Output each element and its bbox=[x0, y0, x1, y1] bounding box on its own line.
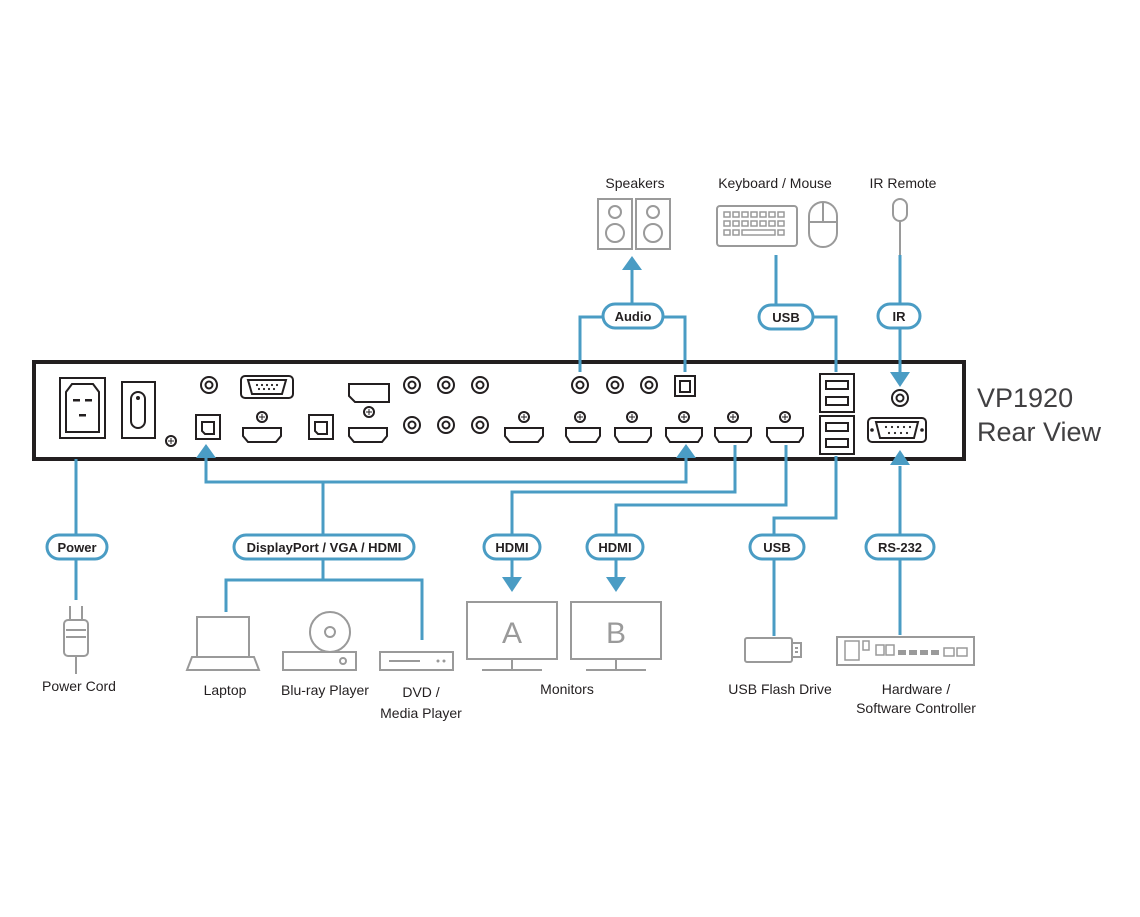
ir-sensor-icon bbox=[892, 198, 908, 255]
audio-jack-port bbox=[200, 376, 218, 394]
keyboard-mouse-label: Keyboard / Mouse bbox=[718, 175, 832, 191]
monitor-b-icon: B bbox=[570, 601, 662, 671]
power-connection-label: Power bbox=[45, 533, 109, 561]
audio-output-jacks bbox=[571, 376, 658, 394]
usb-b-port bbox=[195, 414, 221, 440]
ground-screw bbox=[165, 435, 177, 447]
svg-text:HDMI: HDMI bbox=[598, 540, 631, 555]
svg-text:Audio: Audio bbox=[615, 309, 652, 324]
controller-icon bbox=[836, 636, 975, 666]
laptop-label: Laptop bbox=[204, 682, 247, 698]
speakers-icon bbox=[597, 198, 671, 250]
hdmi-b-connection-label: HDMI bbox=[585, 533, 645, 561]
power-plug-icon bbox=[63, 606, 89, 674]
svg-text:Power: Power bbox=[57, 540, 96, 555]
power-inlet-port bbox=[59, 377, 106, 439]
optical-audio-port bbox=[674, 375, 696, 397]
rs232-connection-label: RS-232 bbox=[864, 533, 936, 561]
usb-flash-drive-icon bbox=[744, 637, 802, 663]
dvd-player-label-line2: Media Player bbox=[380, 705, 462, 721]
controller-label-line2: Software Controller bbox=[856, 700, 976, 716]
rs232-port bbox=[867, 417, 927, 443]
hdmi-input-port bbox=[504, 411, 544, 443]
speakers-label: Speakers bbox=[605, 175, 664, 191]
view-title: Rear View bbox=[977, 417, 1102, 447]
displayport-input-port bbox=[348, 383, 390, 418]
keyboard-icon bbox=[716, 205, 798, 247]
rca-jack-group bbox=[403, 376, 489, 434]
hdmi-input-port bbox=[565, 411, 601, 443]
svg-text:USB: USB bbox=[772, 310, 799, 325]
usb-keyboard-connection-label: USB bbox=[757, 303, 815, 331]
usb-flash-connection-label: USB bbox=[748, 533, 806, 561]
svg-text:USB: USB bbox=[763, 540, 790, 555]
hdmi-a-connection-label: HDMI bbox=[482, 533, 542, 561]
arrowheads bbox=[196, 256, 910, 592]
monitor-b-letter: B bbox=[606, 617, 626, 650]
svg-text:DisplayPort / VGA / HDMI: DisplayPort / VGA / HDMI bbox=[247, 540, 402, 555]
power-switch bbox=[121, 381, 156, 439]
monitors-label: Monitors bbox=[540, 681, 594, 697]
usb-flash-drive-label: USB Flash Drive bbox=[728, 681, 832, 697]
audio-connection-label: Audio bbox=[601, 302, 665, 330]
svg-text:RS-232: RS-232 bbox=[878, 540, 922, 555]
hdmi-input-port bbox=[614, 411, 652, 443]
hdmi-output-b-port bbox=[766, 411, 804, 443]
bluray-player-icon bbox=[282, 611, 357, 671]
ir-connection-label: IR bbox=[876, 302, 922, 330]
hdmi-input-port bbox=[665, 411, 703, 443]
ir-remote-label: IR Remote bbox=[870, 175, 937, 191]
hdmi-input-port bbox=[242, 411, 282, 443]
vga-input-port bbox=[240, 375, 294, 399]
svg-text:HDMI: HDMI bbox=[495, 540, 528, 555]
rear-panel bbox=[32, 360, 966, 461]
mouse-icon bbox=[808, 201, 838, 248]
hdmi-input-port bbox=[348, 427, 388, 443]
video-input-connection-label: DisplayPort / VGA / HDMI bbox=[232, 533, 416, 561]
hdmi-output-a-port bbox=[714, 411, 752, 443]
laptop-icon bbox=[185, 616, 261, 671]
power-cord-label: Power Cord bbox=[42, 678, 116, 694]
usb-a-ports bbox=[819, 373, 855, 455]
svg-text:IR: IR bbox=[893, 309, 907, 324]
bluray-player-label: Blu-ray Player bbox=[281, 682, 369, 698]
dvd-player-icon bbox=[379, 651, 454, 671]
ir-port bbox=[891, 389, 909, 407]
controller-label-line1: Hardware / bbox=[882, 681, 951, 697]
dvd-player-label-line1: DVD / bbox=[402, 684, 439, 700]
usb-b-port bbox=[308, 414, 334, 440]
model-title: VP1920 bbox=[977, 383, 1073, 413]
monitor-a-icon: A bbox=[466, 601, 558, 671]
monitor-a-letter: A bbox=[502, 617, 522, 650]
